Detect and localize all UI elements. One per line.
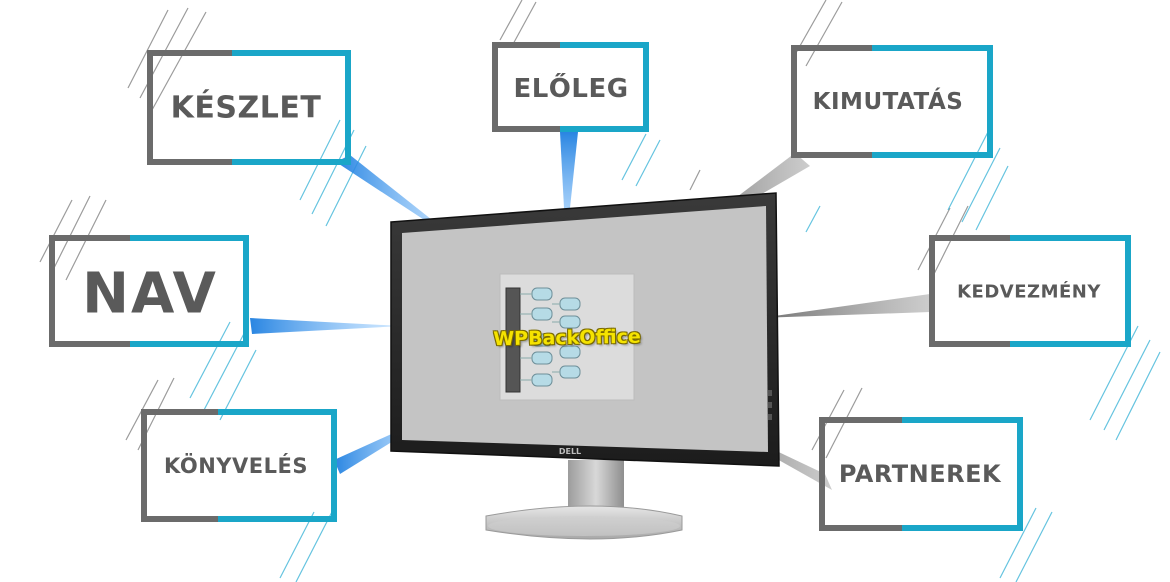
- label-kimutatas: KIMUTATÁS: [812, 89, 964, 115]
- label-eloleg: ELŐLEG: [513, 74, 629, 104]
- ray-nav: [250, 318, 402, 334]
- frame-kedvezmeny: [929, 235, 1131, 347]
- frame-nav: [49, 235, 249, 347]
- label-partnerek: PARTNEREK: [838, 460, 1002, 488]
- frame-eloleg: [492, 42, 649, 132]
- frame-partnerek: [819, 417, 1023, 531]
- database-icons: [531, 287, 581, 387]
- app-logo-graphic: [499, 273, 635, 401]
- app-logo-text: WPBackOffice: [493, 325, 641, 351]
- label-keszlet: KÉSZLET: [170, 90, 322, 126]
- ray-kedvezmeny: [760, 294, 930, 318]
- logo-sidebar-bar: [505, 287, 521, 393]
- frame-kimutatas: [791, 45, 993, 158]
- frame-keszlet: [147, 50, 351, 165]
- monitor-brand: DELL: [559, 447, 581, 456]
- label-konyveles: KÖNYVELÉS: [164, 454, 308, 478]
- label-kedvezmeny: KEDVEZMÉNY: [957, 281, 1101, 303]
- frame-konyveles: [141, 409, 337, 522]
- label-nav: NAV: [82, 261, 218, 327]
